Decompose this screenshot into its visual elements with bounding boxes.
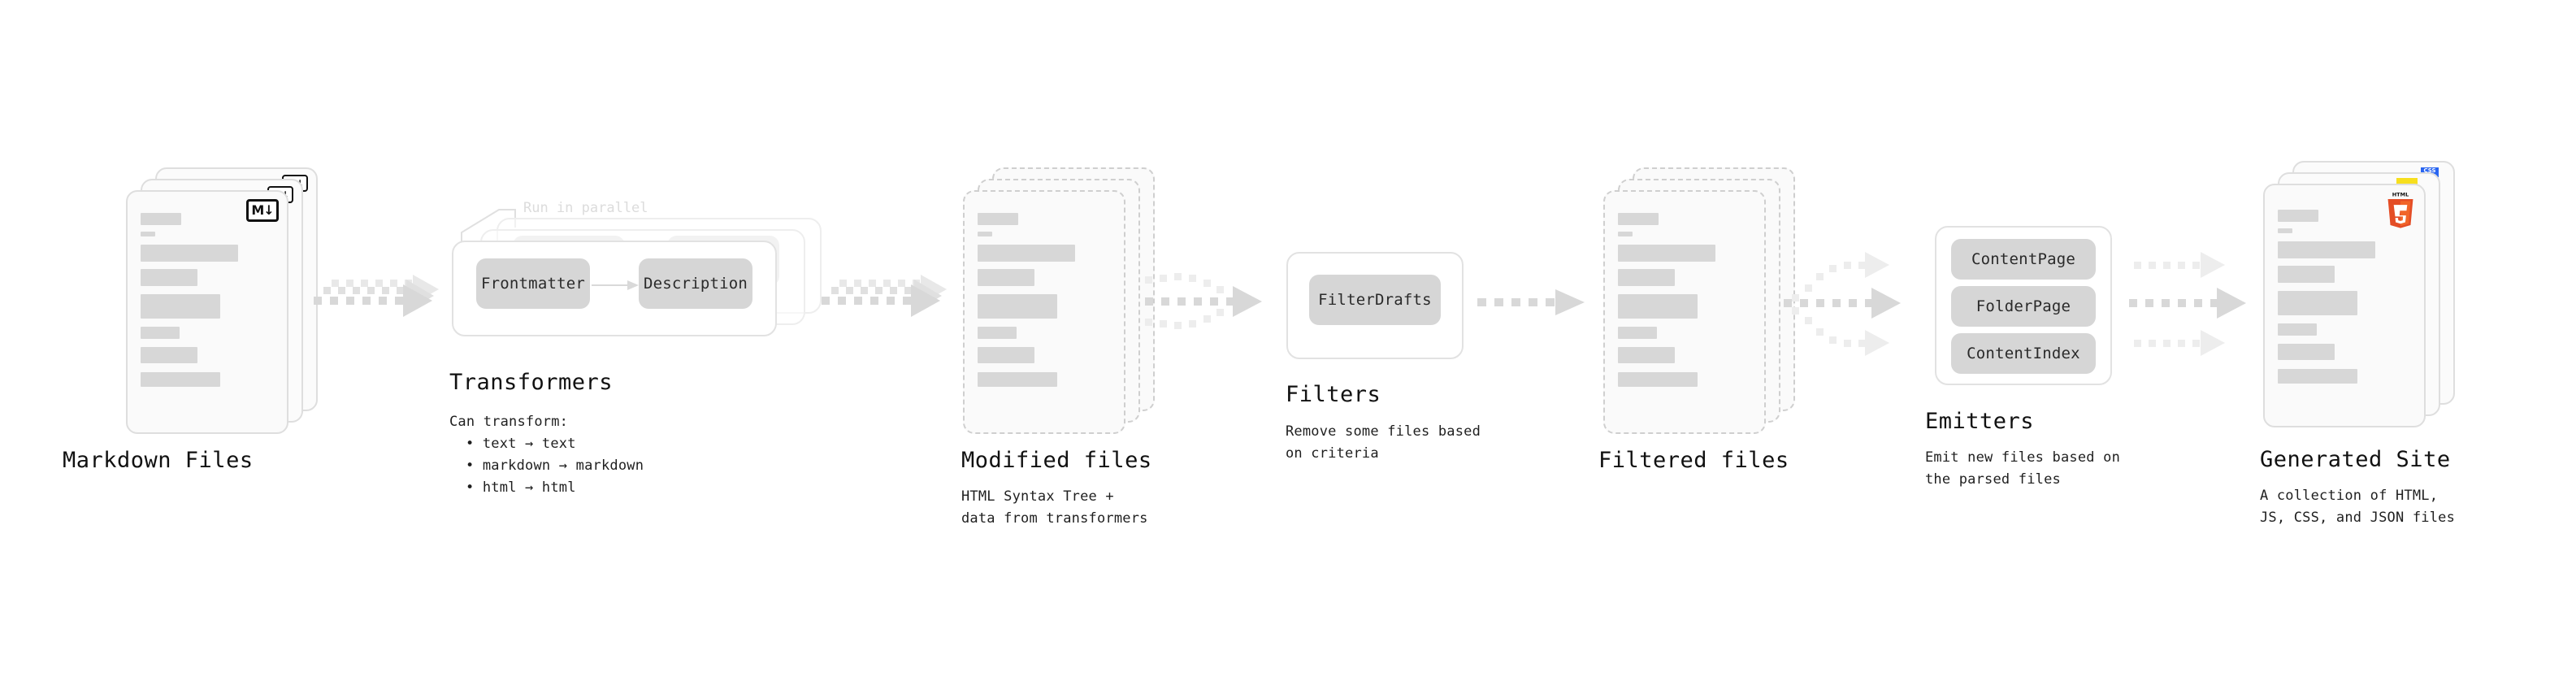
transformer-inner-arrow	[592, 280, 639, 290]
flow-arrow-transformers-to-modified	[817, 275, 963, 336]
stage-title-transformers: Transformers	[449, 370, 614, 395]
filter-node-label: FilterDrafts	[1318, 291, 1432, 309]
flow-arrow-filters-to-filtered	[1477, 286, 1599, 327]
stage-title-filtered-files: Filtered files	[1598, 448, 1789, 473]
flow-arrow-markdown-to-transformers	[309, 275, 455, 336]
stage-title-markdown-files: Markdown Files	[63, 448, 254, 473]
run-in-parallel-bracket	[461, 209, 516, 252]
transformer-node-description[interactable]: Description	[639, 258, 752, 309]
stage-subtitle-generated-site: A collection of HTML, JS, CSS, and JSON …	[2260, 488, 2456, 526]
stage-modified-files: Modified files HTML Syntax Tree + data f…	[961, 167, 1158, 527]
transformer-node-label: Description	[643, 275, 748, 293]
emitter-node-folderpage[interactable]: FolderPage	[1951, 286, 2096, 327]
stage-title-filters: Filters	[1286, 382, 1381, 407]
html5-icon: HTML	[2387, 191, 2413, 228]
filter-node-filterdrafts[interactable]: FilterDrafts	[1309, 275, 1441, 325]
stage-filtered-files: Filtered files	[1598, 167, 1798, 473]
flow-arrow-filtered-to-emitters	[1784, 229, 1934, 380]
stage-markdown-files: M↓ M↓ M↓ Markdown Files	[63, 167, 321, 473]
transformer-node-frontmatter[interactable]: Frontmatter	[476, 258, 590, 309]
svg-text:HTML: HTML	[2392, 191, 2409, 197]
markdown-icon: M↓	[246, 199, 279, 222]
modified-card-front	[963, 190, 1125, 434]
emitter-node-contentindex[interactable]: ContentIndex	[1951, 333, 2096, 374]
transformers-bullet-1: • markdown → markdown	[466, 458, 644, 474]
stage-subtitle-modified-files: HTML Syntax Tree + data from transformer…	[961, 488, 1148, 527]
stage-subtitle-filters: Remove some files based on criteria	[1286, 423, 1481, 462]
transformer-node-label: Frontmatter	[480, 275, 586, 293]
emitter-node-label: FolderPage	[1975, 297, 2071, 315]
site-card-front-html: HTML	[2263, 184, 2426, 427]
stage-title-emitters: Emitters	[1925, 409, 2035, 434]
stage-subtitle-transformers: Can transform:	[449, 414, 569, 430]
stage-generated-site: CSS HTML	[2260, 161, 2458, 526]
emitter-node-label: ContentPage	[1971, 250, 2076, 268]
emitter-node-contentpage[interactable]: ContentPage	[1951, 239, 2096, 280]
markdown-card-front: M↓	[126, 190, 288, 434]
stage-title-generated-site: Generated Site	[2260, 447, 2451, 472]
run-in-parallel-label: Run in parallel	[523, 200, 648, 216]
transformers-bullet-0: • text → text	[466, 436, 576, 452]
flow-arrow-emitters-to-site	[2129, 229, 2271, 380]
emitter-node-label: ContentIndex	[1967, 345, 2080, 362]
filtered-card-front	[1603, 190, 1766, 434]
transformers-bullet-2: • html → html	[466, 479, 576, 496]
stage-title-modified-files: Modified files	[961, 448, 1152, 473]
flow-arrow-modified-to-filters	[1142, 268, 1296, 345]
stage-subtitle-emitters: Emit new files based on the parsed files	[1925, 449, 2121, 488]
